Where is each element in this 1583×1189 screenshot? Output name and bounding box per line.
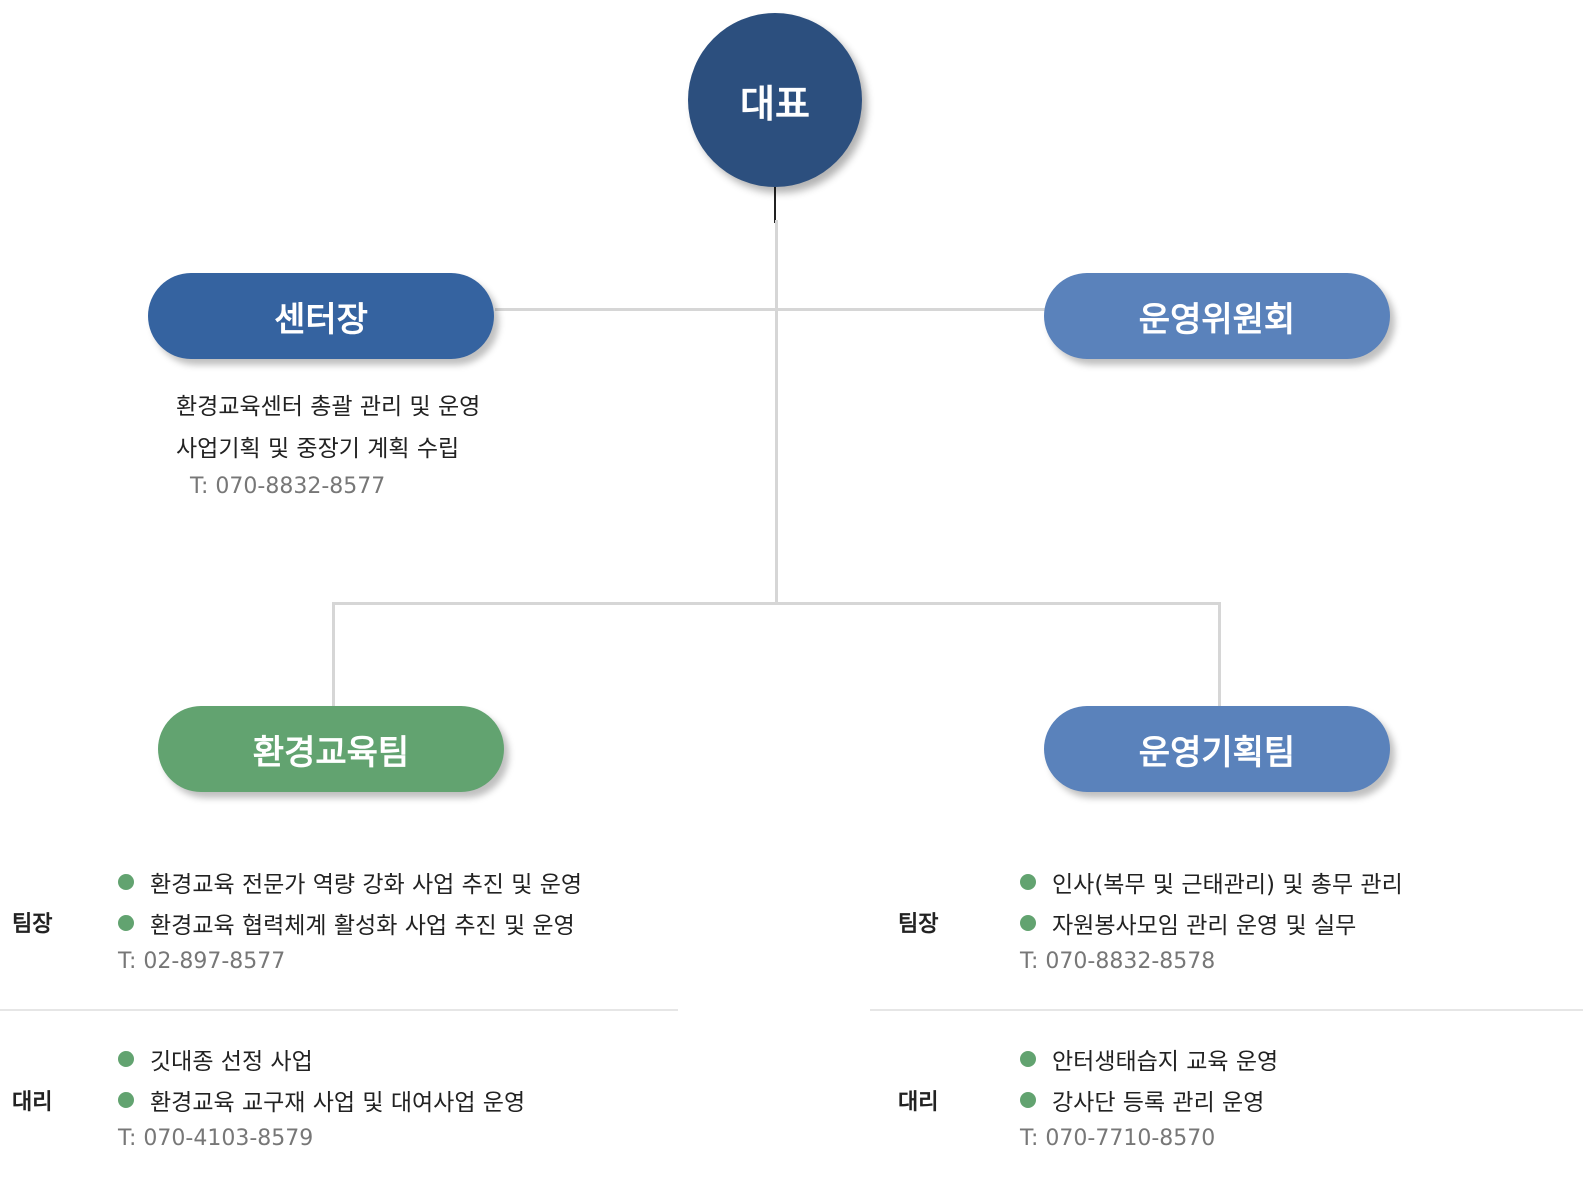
bullet-icon xyxy=(118,1091,134,1108)
duty: 자원봉사모임 관리 운영 및 실무 xyxy=(1052,912,1357,939)
phone: T: 02-897-8577 xyxy=(118,949,286,974)
duty: 깃대종 선정 사업 xyxy=(150,1048,313,1075)
connector-left-drop xyxy=(332,602,335,707)
bullet-icon xyxy=(1020,1091,1036,1108)
center-head-info: 환경교육센터 총괄 관리 및 운영 사업기획 및 중장기 계획 수립 T: 07… xyxy=(176,386,480,499)
phone: T: 070-8832-8578 xyxy=(1020,949,1216,974)
env-education-team-node: 환경교육팀 xyxy=(158,706,504,792)
bullet-icon xyxy=(118,1050,134,1067)
role-label: 대리 xyxy=(12,1090,53,1115)
planning-team-node: 운영기획팀 xyxy=(1044,706,1390,792)
ceo-node: 대표 xyxy=(688,13,862,187)
phone: T: 070-7710-8570 xyxy=(1020,1126,1216,1151)
phone: T: 070-4103-8579 xyxy=(118,1126,314,1151)
duty: 강사단 등록 관리 운영 xyxy=(1052,1089,1265,1116)
phone: T: 070-8832-8577 xyxy=(190,474,386,499)
duty: 안터생태습지 교육 운영 xyxy=(1052,1048,1279,1075)
duty: 환경교육 협력체계 활성화 사업 추진 및 운영 xyxy=(150,912,575,939)
committee-node: 운영위원회 xyxy=(1044,273,1390,359)
duty: 사업기획 및 중장기 계획 수립 xyxy=(176,436,460,462)
duty: 인사(복무 및 근태관리) 및 총무 관리 xyxy=(1052,871,1403,898)
bullet-icon xyxy=(118,873,134,890)
member-block: 인사(복무 및 근태관리) 및 총무 관리 자원봉사모임 관리 운영 및 실무 … xyxy=(1020,861,1403,974)
connector-horizontal-top xyxy=(495,308,1045,311)
bullet-icon xyxy=(118,914,134,931)
role-label: 팀장 xyxy=(12,912,53,937)
duty: 환경교육 교구재 사업 및 대여사업 운영 xyxy=(150,1089,526,1116)
role-label: 팀장 xyxy=(898,912,939,937)
role-label: 대리 xyxy=(898,1090,939,1115)
bullet-icon xyxy=(1020,873,1036,890)
member-block: 깃대종 선정 사업 환경교육 교구재 사업 및 대여사업 운영 T: 070-4… xyxy=(118,1038,525,1151)
divider xyxy=(0,1009,678,1011)
connector-ceo-stem xyxy=(774,187,776,223)
connector-right-drop xyxy=(1218,602,1221,707)
member-block: 안터생태습지 교육 운영 강사단 등록 관리 운영 T: 070-7710-85… xyxy=(1020,1038,1278,1151)
divider xyxy=(870,1009,1583,1011)
duty: 환경교육 전문가 역량 강화 사업 추진 및 운영 xyxy=(150,871,583,898)
connector-horizontal-bottom xyxy=(332,602,1221,605)
duty: 환경교육센터 총괄 관리 및 운영 xyxy=(176,394,481,420)
bullet-icon xyxy=(1020,1050,1036,1067)
bullet-icon xyxy=(1020,914,1036,931)
center-head-node: 센터장 xyxy=(148,273,494,359)
member-block: 환경교육 전문가 역량 강화 사업 추진 및 운영 환경교육 협력체계 활성화 … xyxy=(118,861,582,974)
connector-vertical xyxy=(775,220,778,605)
